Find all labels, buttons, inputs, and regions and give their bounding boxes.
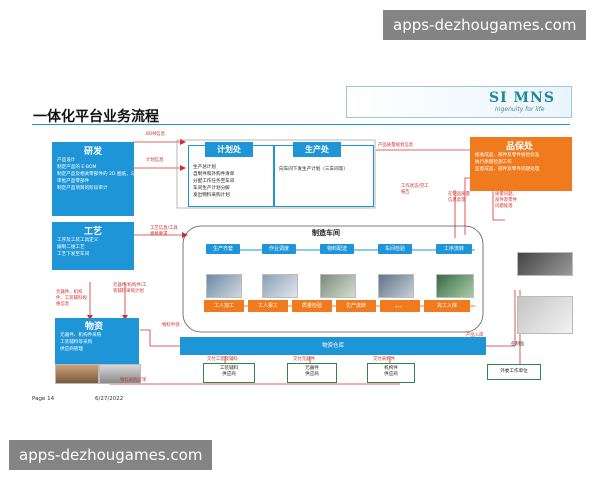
quality-item: 接收成品、部件及零件质检标准 <box>475 153 540 158</box>
workshop-chip: 生产齐套 <box>206 244 240 254</box>
slide-title: 一体化平台业务流程 <box>33 109 159 125</box>
supplier-type: 供应商 <box>222 372 236 377</box>
page-number: Page 14 <box>32 396 55 402</box>
label-material-apply: 物料申领 <box>162 323 180 328</box>
supplier-type: 供应商 <box>305 372 319 377</box>
workshop-chip: 车间检验 <box>378 244 412 254</box>
warehouse-bar: 物资仓库 <box>180 337 486 355</box>
workshop-chip: 作业调度 <box>262 244 296 254</box>
supplier-type: 供应商 <box>384 372 398 377</box>
supplier-name: 元器件 <box>305 366 319 371</box>
production-panel: 生产处 向车间下发生产计划（三车间等） <box>274 142 374 207</box>
quality-panel: 品保处 接收成品、部件及零件质检标准 执行质量检测工作 监督成品、部件及零件问题… <box>470 137 572 191</box>
supplier-box: 工装辅料 供应商 <box>203 363 255 383</box>
planning-item: 车间生产计划分解 <box>193 186 230 191</box>
workshop-step: 完工入库 <box>424 300 470 312</box>
workshop-chip: 物料配送 <box>320 244 354 254</box>
planning-item: 发出物料采购计划 <box>193 193 230 198</box>
logo-banner: SI MNS Ingenuity for life <box>346 86 572 118</box>
production-title: 生产处 <box>293 142 341 157</box>
label-plan-info: 计划信息 <box>146 158 164 163</box>
slide-date: 6/27/2022 <box>95 396 124 402</box>
workshop-chip: 工序流转 <box>436 244 472 254</box>
label-component-info: 元器件、机构件、工装辅料规格信息 <box>56 290 87 307</box>
planning-title: 计划处 <box>205 142 253 157</box>
quality-title: 品保处 <box>506 142 534 152</box>
arrow-material-apply <box>140 329 180 347</box>
quality-item: 执行质量检测工作 <box>475 160 512 165</box>
supplier-name: 工装辅料 <box>219 366 239 371</box>
workshop-photo <box>436 274 474 298</box>
label-product-quality: 产品质量规划信息 <box>378 143 414 148</box>
material-item: 供应商管理 <box>60 347 83 352</box>
label-bom: BOM信息 <box>146 132 165 137</box>
research-panel: 研发 产品设计 制定产品的 E-BOM 制定产品及相关零部件的 2D 图纸，与质… <box>52 142 167 216</box>
process-item: 工艺下发至车间 <box>57 252 90 257</box>
planning-item: 自制件和外购件清单 <box>193 172 235 177</box>
workshop-step: 工人报工 <box>248 300 288 312</box>
planning-panel: 计划处 生产总计划 自制件和外购件清单 分配工作任务至车间 车间生产计划分解 发… <box>188 142 274 207</box>
process-panel: 工艺 工序及工装工具定义 编制二维工艺 工艺下发至车间 <box>52 222 134 270</box>
quality-item: 监督成品、部件及零件问题处理 <box>475 167 540 172</box>
material-title: 物资 <box>85 322 104 332</box>
label-work-status: 工作状态/完工报告 <box>401 184 429 195</box>
production-item: 向车间下发生产计划（三车间等） <box>279 167 348 172</box>
workshop-photo <box>262 274 298 298</box>
workshop-photo <box>378 274 414 298</box>
research-item: 产品设计 <box>57 158 76 163</box>
workshop-step: 质量检验 <box>292 300 332 312</box>
supplier-tag: 交付采购件 <box>373 357 395 362</box>
workshop-photo <box>206 274 242 298</box>
shelf-photo <box>99 364 141 384</box>
research-item: 审批产品零部件 <box>57 179 90 184</box>
product-photo <box>517 296 573 334</box>
label-procure-plan: 元器件/机构件/工装辅料采购计划 <box>113 283 147 294</box>
company-logo: SI MNS <box>489 90 555 106</box>
planning-item: 生产总计划 <box>193 165 216 170</box>
component-photo <box>517 252 573 276</box>
process-title: 工艺 <box>84 227 103 237</box>
label-product-in: 产品入库 <box>466 333 484 338</box>
warehouse-photo <box>55 364 99 384</box>
label-quality-issue: 质量问题、部件及零件问题处理 <box>495 192 517 209</box>
logo-tagline: Ingenuity for life <box>495 106 545 113</box>
supplier-tag: 交付工装及辅料 <box>207 357 238 362</box>
workshop-step: 工人加工 <box>204 300 244 312</box>
research-item: 制定产品的 E-BOM <box>57 165 97 170</box>
workshop-outline <box>182 225 484 333</box>
supplier-tag: 交付元器件 <box>293 357 315 362</box>
arrow-procure-order <box>109 366 400 385</box>
label-wip: 在制品 <box>511 342 525 347</box>
label-procure-order: 物料采购订单 <box>120 378 147 383</box>
arrow-product-in <box>486 290 516 347</box>
workshop-title: 制造车间 <box>312 229 340 237</box>
research-item: 制定产品项目的阶段审计 <box>57 186 108 191</box>
material-item: 元器件、机构件采购 <box>60 333 102 338</box>
process-item: 编制二维工艺 <box>57 245 85 250</box>
label-process-info: 工艺信息/工具规格要求 <box>150 226 178 237</box>
workshop-step: 。。。 <box>380 300 420 312</box>
process-item: 工序及工装工具定义 <box>57 238 99 243</box>
outsource-box: 外委工作单位 <box>487 364 541 380</box>
material-item: 工装辅料等采购 <box>60 340 93 345</box>
research-item: 制定产品及相关零部件的 2D 图纸，与质检及测试标准 <box>57 172 168 177</box>
planning-item: 分配工作任务至车间 <box>193 179 235 184</box>
watermark-top: apps-dezhougames.com <box>383 10 587 40</box>
supplier-box: 元器件 供应商 <box>287 363 337 383</box>
research-title: 研发 <box>84 147 103 157</box>
label-quality-feedback: 在制品质量信息反馈 <box>448 192 470 203</box>
supplier-box: 机构件 供应商 <box>367 363 415 383</box>
workshop-step: 生产流转 <box>336 300 376 312</box>
arrow-work-status <box>464 177 470 235</box>
material-panel: 物资 元器件、机构件采购 工装辅料等采购 供应商管理 <box>55 318 139 366</box>
watermark-bottom: apps-dezhougames.com <box>9 440 213 470</box>
supplier-name: 机构件 <box>384 366 398 371</box>
title-underline <box>32 124 570 125</box>
workshop-photo <box>320 274 356 298</box>
